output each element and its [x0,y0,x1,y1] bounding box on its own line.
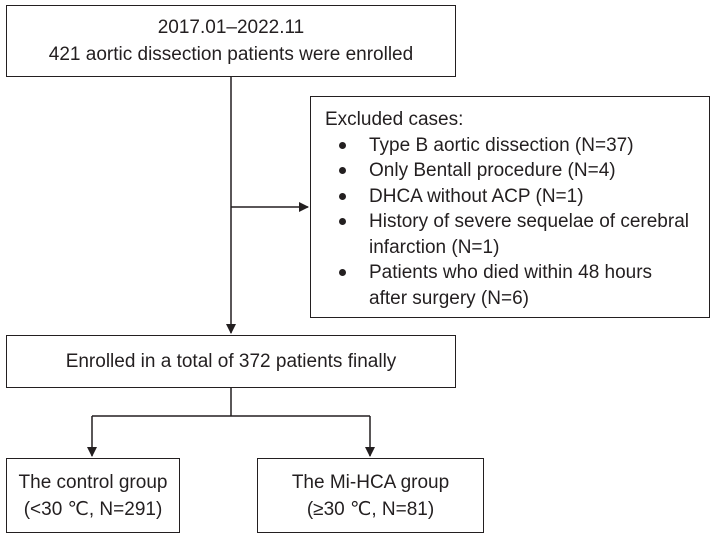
control-group-title: The control group [18,471,168,493]
excluded-item-text: Type B aortic dissection (N=37) [369,134,634,156]
bullet-icon [339,218,346,225]
excluded-item-cerebral-infarction: History of severe sequelae of cerebral i… [325,209,709,260]
mihca-group-title: The Mi-HCA group [291,471,450,493]
bullet-icon [339,192,346,200]
excluded-title: Excluded cases: [325,109,464,130]
excluded-item-type-b: Type B aortic dissection (N=37) [325,133,709,159]
excluded-item-text: DHCA without ACP (N=1) [369,185,584,207]
excluded-cases-box: Excluded cases: Type B aortic dissection… [310,96,710,318]
excluded-item-bentall: Only Bentall procedure (N=4) [325,158,709,184]
bullet-icon [339,141,346,149]
enrolled-count-text: 421 aortic dissection patients were enro… [48,44,414,65]
mihca-group-criteria: (≥30 ℃, N=81) [306,498,435,520]
excluded-item-text-cont: after surgery (N=6) [369,287,529,309]
mihca-group-box: The Mi-HCA group (≥30 ℃, N=81) [257,458,484,533]
excluded-item-text: Patients who died within 48 hours [369,262,653,283]
excluded-item-text: Only Bentall procedure (N=4) [369,160,616,181]
excluded-item-text-cont: infarction (N=1) [369,236,500,258]
excluded-item-dhca: DHCA without ACP (N=1) [325,184,709,210]
control-group-criteria: (<30 ℃, N=291) [23,498,163,520]
excluded-list: Type B aortic dissection (N=37) Only Ben… [325,133,709,312]
enrolled-date-range: 2017.01–2022.11 [157,17,305,38]
excluded-item-died-48h: Patients who died within 48 hours after … [325,260,709,311]
excluded-item-text: History of severe sequelae of cerebral [369,211,689,232]
control-group-box: The control group (<30 ℃, N=291) [6,458,180,533]
enrolled-patients-box: 2017.01–2022.11 421 aortic dissection pa… [6,5,456,77]
bullet-icon [339,167,346,174]
final-enrolled-text: Enrolled in a total of 372 patients fina… [65,351,397,372]
bullet-icon [339,269,346,276]
final-enrolled-box: Enrolled in a total of 372 patients fina… [6,335,456,388]
